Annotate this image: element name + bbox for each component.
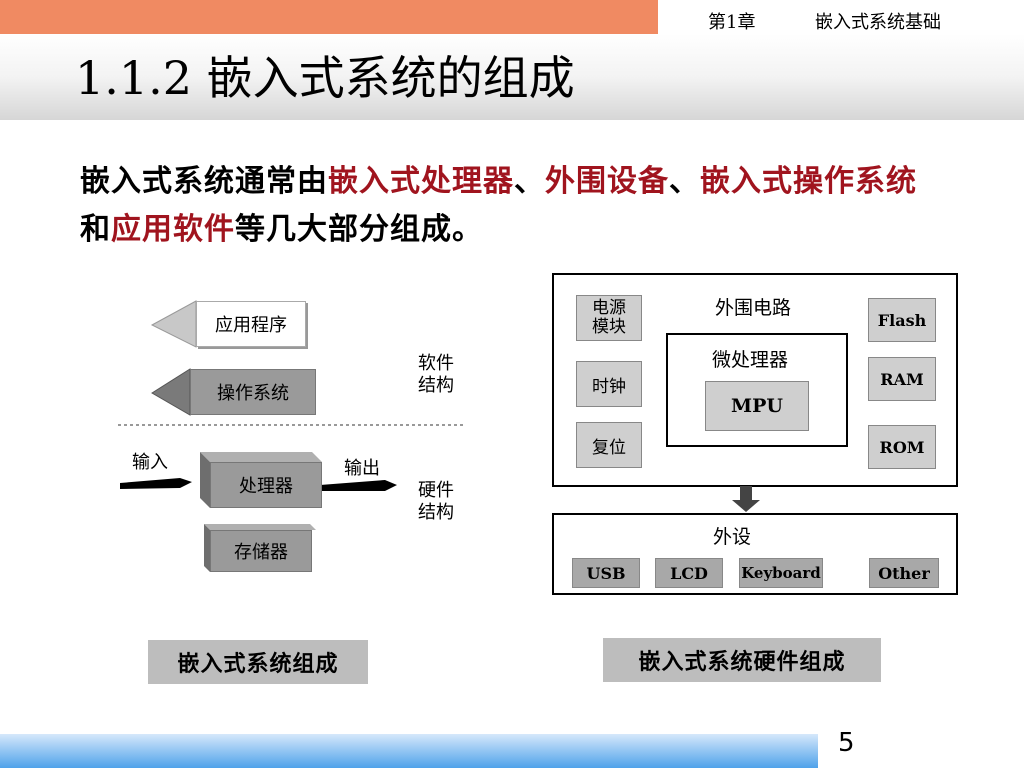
intro-text: 嵌入式系统通常由 [80,164,328,199]
software-label-line1: 软件 [418,353,454,374]
flash-label: Flash [877,310,927,330]
down-arrow-shaft [740,486,752,502]
reset-label: 复位 [592,437,626,458]
chapter-number: 第1章 [708,12,756,33]
highlight-peripherals: 外围设备 [545,164,669,199]
clock-label: 时钟 [592,376,626,397]
intro-text: 和 [80,212,111,247]
hardware-label-line2: 结构 [418,502,454,523]
footer-bar [0,734,818,768]
hardware-frame [552,273,958,487]
os-layer-label: 操作系统 [217,383,289,404]
app-layer-wedge [150,300,197,348]
rom-box: ROM [868,425,936,469]
other-label: Other [878,563,930,583]
processor-3d-top [200,452,322,462]
page-number: 5 [838,728,855,758]
processor-label: 处理器 [239,476,293,497]
clock-box: 时钟 [576,361,642,407]
intro-paragraph: 嵌入式系统通常由嵌入式处理器、外围设备、嵌入式操作系统和应用软件等几大部分组成。 [80,158,940,254]
mpu-box: MPU [705,381,809,431]
processor-box: 处理器 [210,462,322,508]
input-arrow [120,478,192,489]
ram-box: RAM [868,357,936,401]
intro-text: 等几大部分组成。 [235,212,483,247]
lcd-label: LCD [670,563,708,583]
os-layer-box: 操作系统 [190,369,316,415]
storage-3d-top [204,524,316,530]
mpu-label: MPU [731,395,783,417]
peripherals-frame [552,513,958,595]
down-arrow-head [732,500,760,512]
flash-box: Flash [868,298,936,342]
storage-box: 存储器 [210,530,312,572]
other-box: Other [869,558,939,588]
system-composition-caption: 嵌入式系统组成 [148,640,368,684]
highlight-processor: 嵌入式处理器 [328,164,514,199]
output-arrow [320,480,397,491]
power-module-line2: 模块 [592,317,626,337]
output-label: 输出 [344,458,380,479]
keyboard-label: Keyboard [741,564,821,582]
storage-label: 存储器 [234,542,288,563]
peripherals-label: 外设 [713,526,752,548]
ram-label: RAM [880,369,924,389]
microprocessor-frame [666,333,848,447]
hardware-structure-label: 硬件结构 [418,480,454,524]
lcd-box: LCD [655,558,723,588]
hardware-composition-caption: 嵌入式系统硬件组成 [603,638,881,682]
title-band [0,34,1024,120]
power-module-line1: 电源 [592,298,626,318]
usb-label: USB [586,563,626,583]
app-layer-label: 应用程序 [215,315,287,336]
app-layer-box: 应用程序 [196,301,306,347]
software-structure-label: 软件结构 [418,353,454,397]
power-module-box: 电源模块 [576,295,642,341]
peripheral-circuit-label: 外围电路 [715,297,792,319]
microprocessor-label: 微处理器 [712,349,789,371]
intro-text: 、 [514,164,545,199]
os-layer-wedge [151,368,191,416]
processor-3d-side [200,452,210,508]
usb-box: USB [572,558,640,588]
slide-title: 1.1.2 嵌入式系统的组成 [75,51,575,105]
hardware-label-line1: 硬件 [418,480,454,501]
header-chapter-area [658,0,1024,34]
highlight-app-software: 应用软件 [111,212,235,247]
software-label-line2: 结构 [418,375,454,396]
rom-label: ROM [879,437,925,457]
reset-box: 复位 [576,422,642,468]
header-accent-bar [0,0,658,34]
intro-text: 、 [669,164,700,199]
highlight-os: 嵌入式操作系统 [700,164,917,199]
input-label: 输入 [132,452,168,473]
keyboard-box: Keyboard [739,558,823,588]
storage-3d-side [204,524,210,572]
chapter-title: 嵌入式系统基础 [815,12,941,33]
